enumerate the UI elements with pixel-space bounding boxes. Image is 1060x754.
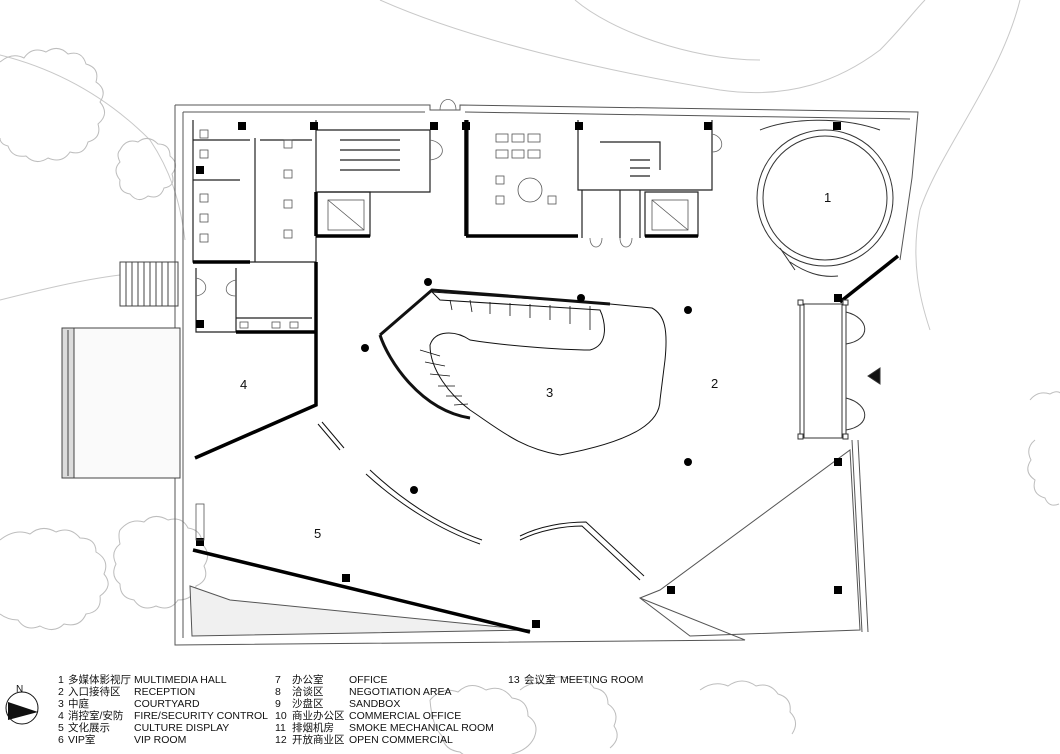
legend-num-8: 8 — [275, 686, 281, 698]
legend-en-5: CULTURE DISPLAY — [134, 722, 230, 734]
legend-en-2: RECEPTION — [134, 686, 196, 698]
room-label-4: 4 — [240, 377, 247, 392]
legend-en-1: MULTIMEDIA HALL — [134, 674, 227, 686]
room-label-5: 5 — [314, 526, 321, 541]
legend-num-9: 9 — [275, 698, 281, 710]
legend-en-10: COMMERCIAL OFFICE — [349, 710, 462, 722]
entrance-vestibule — [797, 299, 881, 440]
legend-cn-6: VIP室 — [68, 734, 96, 746]
room-labels: 1 2 3 4 5 — [240, 190, 831, 541]
legend-en-8: NEGOTIATION AREA — [349, 686, 452, 698]
legend-cn-12: 开放商业区 — [292, 734, 345, 746]
legend-num-10: 10 — [275, 710, 287, 722]
legend-num-1: 1 — [58, 674, 64, 686]
legend-num-3: 3 — [58, 698, 64, 710]
legend-en-3: COURTYARD — [134, 698, 200, 710]
legend-en-9: SANDBOX — [349, 698, 401, 710]
legend-cn-5: 文化展示 — [68, 722, 110, 734]
legend-num-5: 5 — [58, 722, 64, 734]
legend-num-6: 6 — [58, 734, 64, 746]
legend-en-11: SMOKE MECHANICAL ROOM — [349, 722, 494, 734]
legend-num-13: 13 — [508, 674, 520, 686]
legend-en-6: VIP ROOM — [134, 734, 187, 746]
legend-en-4: FIRE/SECURITY CONTROL — [134, 710, 268, 722]
north-label: N — [16, 684, 23, 695]
building-outline — [174, 104, 919, 646]
legend-num-11: 11 — [275, 722, 286, 734]
columns — [196, 122, 842, 628]
restroom-fixtures — [195, 129, 689, 541]
legend-num-4: 4 — [58, 710, 64, 722]
legend-en-13: MEETING ROOM — [560, 674, 644, 686]
legend-cn-1: 多媒体影视厅 — [68, 674, 131, 686]
multimedia-hall — [756, 119, 894, 277]
legend-cn-8: 洽谈区 — [292, 686, 324, 698]
legend-cn-7: 办公室 — [292, 674, 324, 686]
legend-cn-10: 商业办公区 — [292, 710, 345, 722]
legend-cn-4: 消控室/安防 — [68, 710, 124, 722]
north-arrow: N — [5, 684, 39, 725]
site-context — [0, 0, 1021, 331]
legend-cn-9: 沙盘区 — [292, 698, 324, 710]
left-terrace — [61, 261, 181, 479]
legend-en-7: OFFICE — [349, 674, 388, 686]
legend-num-2: 2 — [58, 686, 64, 698]
room-label-1: 1 — [824, 190, 831, 205]
room-label-3: 3 — [546, 385, 553, 400]
legend-en-12: OPEN COMMERCIAL — [349, 734, 453, 746]
legend-num-7: 7 — [275, 674, 281, 686]
heavy-walls — [192, 120, 900, 634]
room-label-2: 2 — [711, 376, 718, 391]
legend-cn-2: 入口接待区 — [68, 686, 121, 698]
courtyard-atrium — [378, 288, 667, 456]
display-walls — [317, 421, 645, 581]
legend-cn-13: 会议室 — [524, 674, 556, 686]
interior-walls — [192, 120, 713, 333]
legend-num-12: 12 — [275, 734, 287, 746]
legend-cn-11: 排烟机房 — [292, 722, 334, 734]
doors — [195, 99, 723, 297]
legend-cn-3: 中庭 — [68, 698, 89, 710]
